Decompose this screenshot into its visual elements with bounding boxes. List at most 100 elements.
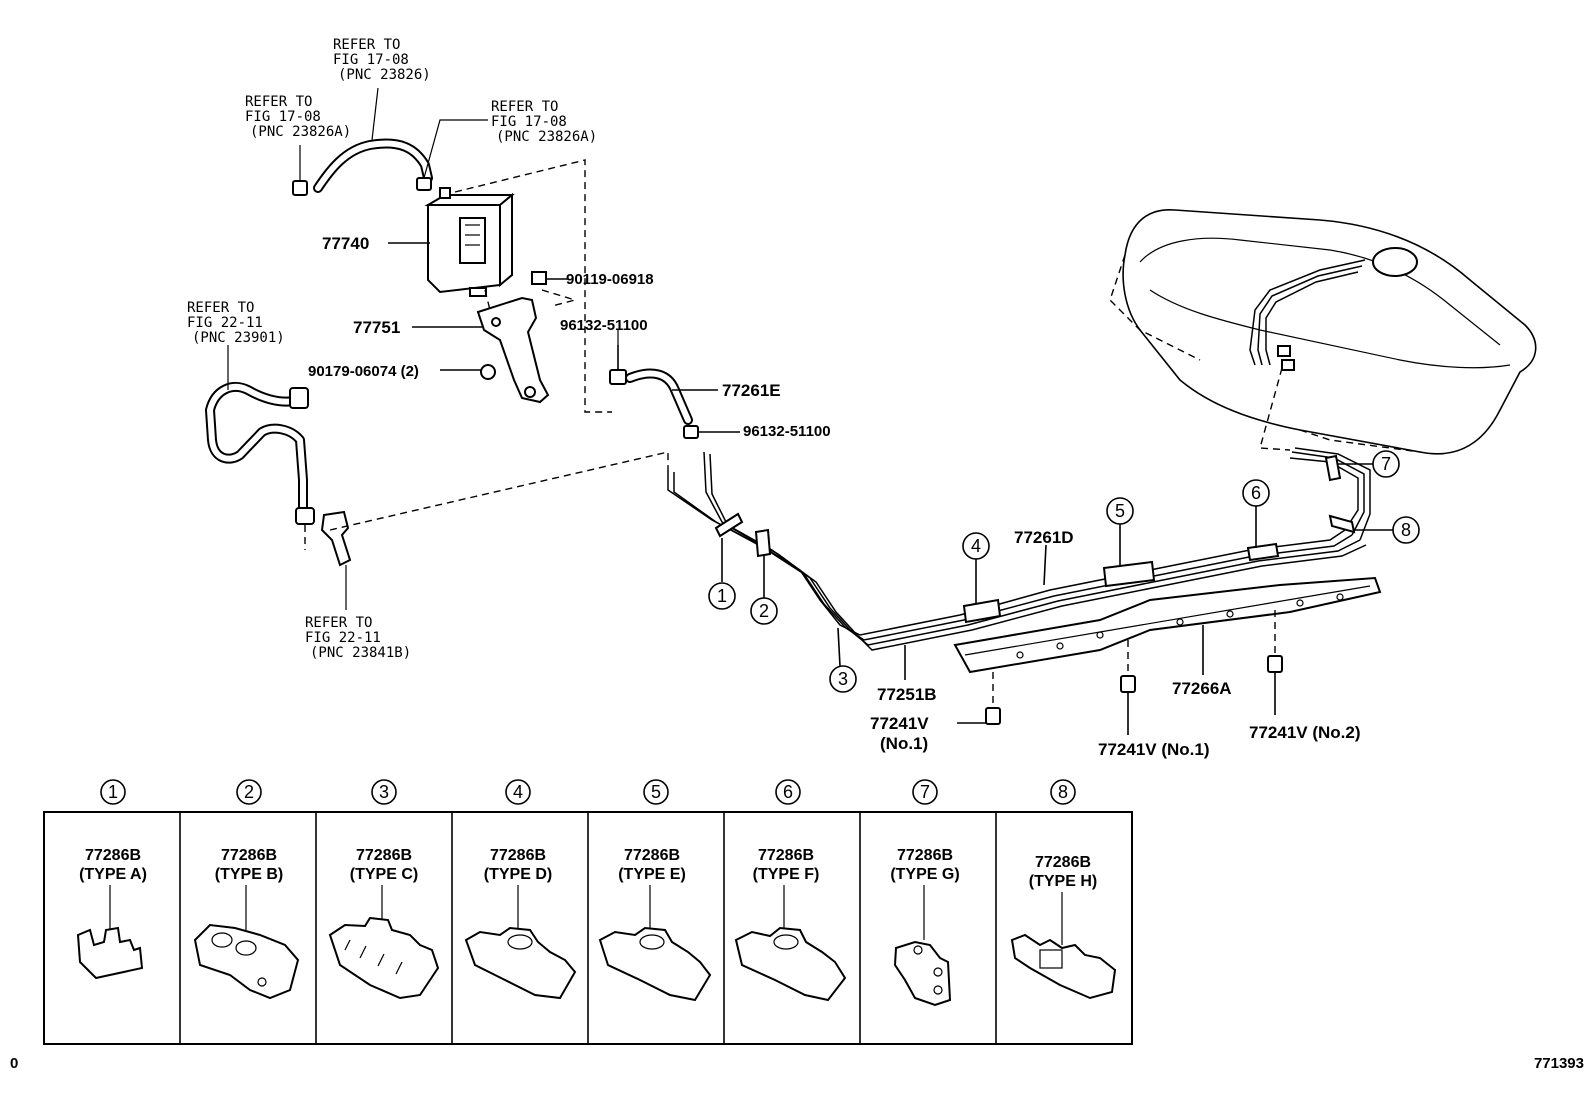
- refer-label-fig17-23826a-right: REFER TO FIG 17-08 (PNC 23826A): [491, 99, 597, 145]
- refer-label-fig17-23826a-left: REFER TO FIG 17-08 (PNC 23826A): [245, 94, 351, 140]
- label-77241v-no1-a-sub: (No.1): [880, 734, 928, 753]
- svg-text:REFER TO: REFER TO: [491, 99, 558, 115]
- svg-text:2: 2: [759, 601, 769, 621]
- svg-text:(TYPE A): (TYPE A): [79, 866, 147, 883]
- nut-90179: [440, 364, 496, 380]
- label-77740: 77740: [322, 234, 369, 253]
- label-77241v-no1-a: 77241V: [870, 714, 929, 733]
- bolt-77241v-b: [1120, 640, 1136, 735]
- refer-label-fig22-23901: REFER TO FIG 22-11 (PNC 23901): [187, 300, 285, 346]
- svg-text:4: 4: [513, 782, 523, 802]
- svg-text:3: 3: [838, 669, 848, 689]
- svg-text:FIG 22-11: FIG 22-11: [187, 315, 263, 331]
- svg-text:(TYPE F): (TYPE F): [753, 866, 820, 883]
- clamp-cell-type-g: 7 77286B (TYPE G): [890, 779, 960, 1007]
- svg-text:6: 6: [783, 782, 793, 802]
- label-77251b: 77251B: [877, 685, 937, 704]
- svg-text:77286B: 77286B: [356, 847, 412, 864]
- label-90179-06074: 90179-06074 (2): [308, 363, 419, 380]
- svg-text:(PNC 23826): (PNC 23826): [338, 67, 431, 83]
- callout-1: 1: [708, 538, 736, 610]
- svg-text:(PNC 23826A): (PNC 23826A): [250, 124, 351, 140]
- clamp-cell-type-b: 2 77286B (TYPE B): [193, 779, 300, 1000]
- svg-text:(TYPE D): (TYPE D): [484, 866, 552, 883]
- footer-figure-number: 771393: [1534, 1055, 1584, 1072]
- svg-text:2: 2: [244, 782, 254, 802]
- label-77261d: 77261D: [1014, 528, 1074, 547]
- svg-text:77286B: 77286B: [897, 847, 953, 864]
- callout-7: 7: [1338, 450, 1400, 478]
- refer-label-fig17-23826: REFER TO FIG 17-08 (PNC 23826): [333, 37, 431, 83]
- label-77751: 77751: [353, 318, 400, 337]
- hose-clip-right: [416, 119, 488, 191]
- svg-text:77286B: 77286B: [624, 847, 680, 864]
- rail-77266a: [953, 576, 1382, 674]
- label-77241v-no1-b: 77241V (No.1): [1098, 740, 1210, 759]
- svg-text:1: 1: [717, 586, 727, 606]
- svg-text:8: 8: [1401, 520, 1411, 540]
- svg-text:3: 3: [379, 782, 389, 802]
- svg-text:5: 5: [1115, 501, 1125, 521]
- bolt-77241v-a: [957, 672, 1001, 725]
- vapor-hose-upper: [313, 87, 433, 193]
- svg-text:6: 6: [1251, 483, 1261, 503]
- label-77266a: 77266A: [1172, 679, 1232, 698]
- svg-text:8: 8: [1058, 782, 1068, 802]
- bolt-90119: [531, 271, 568, 285]
- label-90119-06918: 90119-06918: [566, 271, 654, 288]
- filler-bracket: [320, 510, 352, 610]
- svg-text:77286B: 77286B: [85, 847, 141, 864]
- callout-6: 6: [1242, 479, 1270, 548]
- refer-label-fig22-23841b: REFER TO FIG 22-11 (PNC 23841B): [305, 615, 411, 661]
- callout-8: 8: [1354, 516, 1420, 544]
- callout-4: 4: [962, 532, 990, 604]
- label-77241v-no2: 77241V (No.2): [1249, 723, 1361, 742]
- svg-text:1: 1: [108, 782, 118, 802]
- svg-text:5: 5: [651, 782, 661, 802]
- fuel-filler-pipe: [205, 345, 315, 525]
- svg-text:77286B: 77286B: [758, 847, 814, 864]
- svg-text:REFER TO: REFER TO: [187, 300, 254, 316]
- clamp-cell-type-c: 3 77286B (TYPE C): [328, 779, 440, 1000]
- svg-text:(PNC 23826A): (PNC 23826A): [496, 129, 597, 145]
- clamp-cell-type-h: 8 77286B (TYPE H): [1010, 779, 1117, 1000]
- label-77261e: 77261E: [722, 381, 781, 400]
- callout-2: 2: [750, 556, 778, 625]
- callout-3: 3: [829, 627, 857, 693]
- svg-text:77286B: 77286B: [490, 847, 546, 864]
- clamp-cell-type-a: 1 77286B (TYPE A): [76, 779, 147, 980]
- svg-text:(TYPE G): (TYPE G): [890, 866, 959, 883]
- clamp-cell-type-e: 5 77286B (TYPE E): [598, 779, 712, 1002]
- svg-text:(TYPE H): (TYPE H): [1029, 873, 1097, 890]
- fuel-tank: [1109, 209, 1537, 455]
- svg-text:(PNC 23901): (PNC 23901): [192, 330, 285, 346]
- svg-text:(PNC 23841B): (PNC 23841B): [310, 645, 411, 661]
- callout-5: 5: [1106, 497, 1134, 566]
- svg-text:REFER TO: REFER TO: [245, 94, 312, 110]
- svg-text:(TYPE C): (TYPE C): [350, 866, 418, 883]
- label-96132-51100-a: 96132-51100: [560, 317, 648, 334]
- bolt-77241v-c: [1267, 610, 1283, 715]
- svg-text:REFER TO: REFER TO: [305, 615, 372, 631]
- label-96132-51100-b: 96132-51100: [743, 423, 831, 440]
- hose-77261e: [625, 368, 718, 425]
- footer-left-code: 0: [10, 1055, 18, 1072]
- svg-text:77286B: 77286B: [1035, 854, 1091, 871]
- svg-text:77286B: 77286B: [221, 847, 277, 864]
- clip-96132-lower: [683, 425, 740, 439]
- charcoal-canister: [424, 187, 515, 297]
- svg-text:FIG 22-11: FIG 22-11: [305, 630, 381, 646]
- canister-bracket: [476, 296, 550, 404]
- svg-text:7: 7: [920, 782, 930, 802]
- hose-clip-left: [292, 145, 308, 196]
- svg-text:REFER TO: REFER TO: [333, 37, 400, 53]
- clamp-cell-type-d: 4 77286B (TYPE D): [464, 779, 577, 1000]
- clamp-cell-type-f: 6 77286B (TYPE F): [734, 779, 847, 1002]
- svg-text:FIG 17-08: FIG 17-08: [491, 114, 567, 130]
- svg-text:(TYPE E): (TYPE E): [618, 866, 686, 883]
- svg-text:4: 4: [971, 536, 981, 556]
- svg-text:(TYPE B): (TYPE B): [215, 866, 283, 883]
- svg-text:FIG 17-08: FIG 17-08: [245, 109, 321, 125]
- clip-96132-upper: [609, 330, 627, 385]
